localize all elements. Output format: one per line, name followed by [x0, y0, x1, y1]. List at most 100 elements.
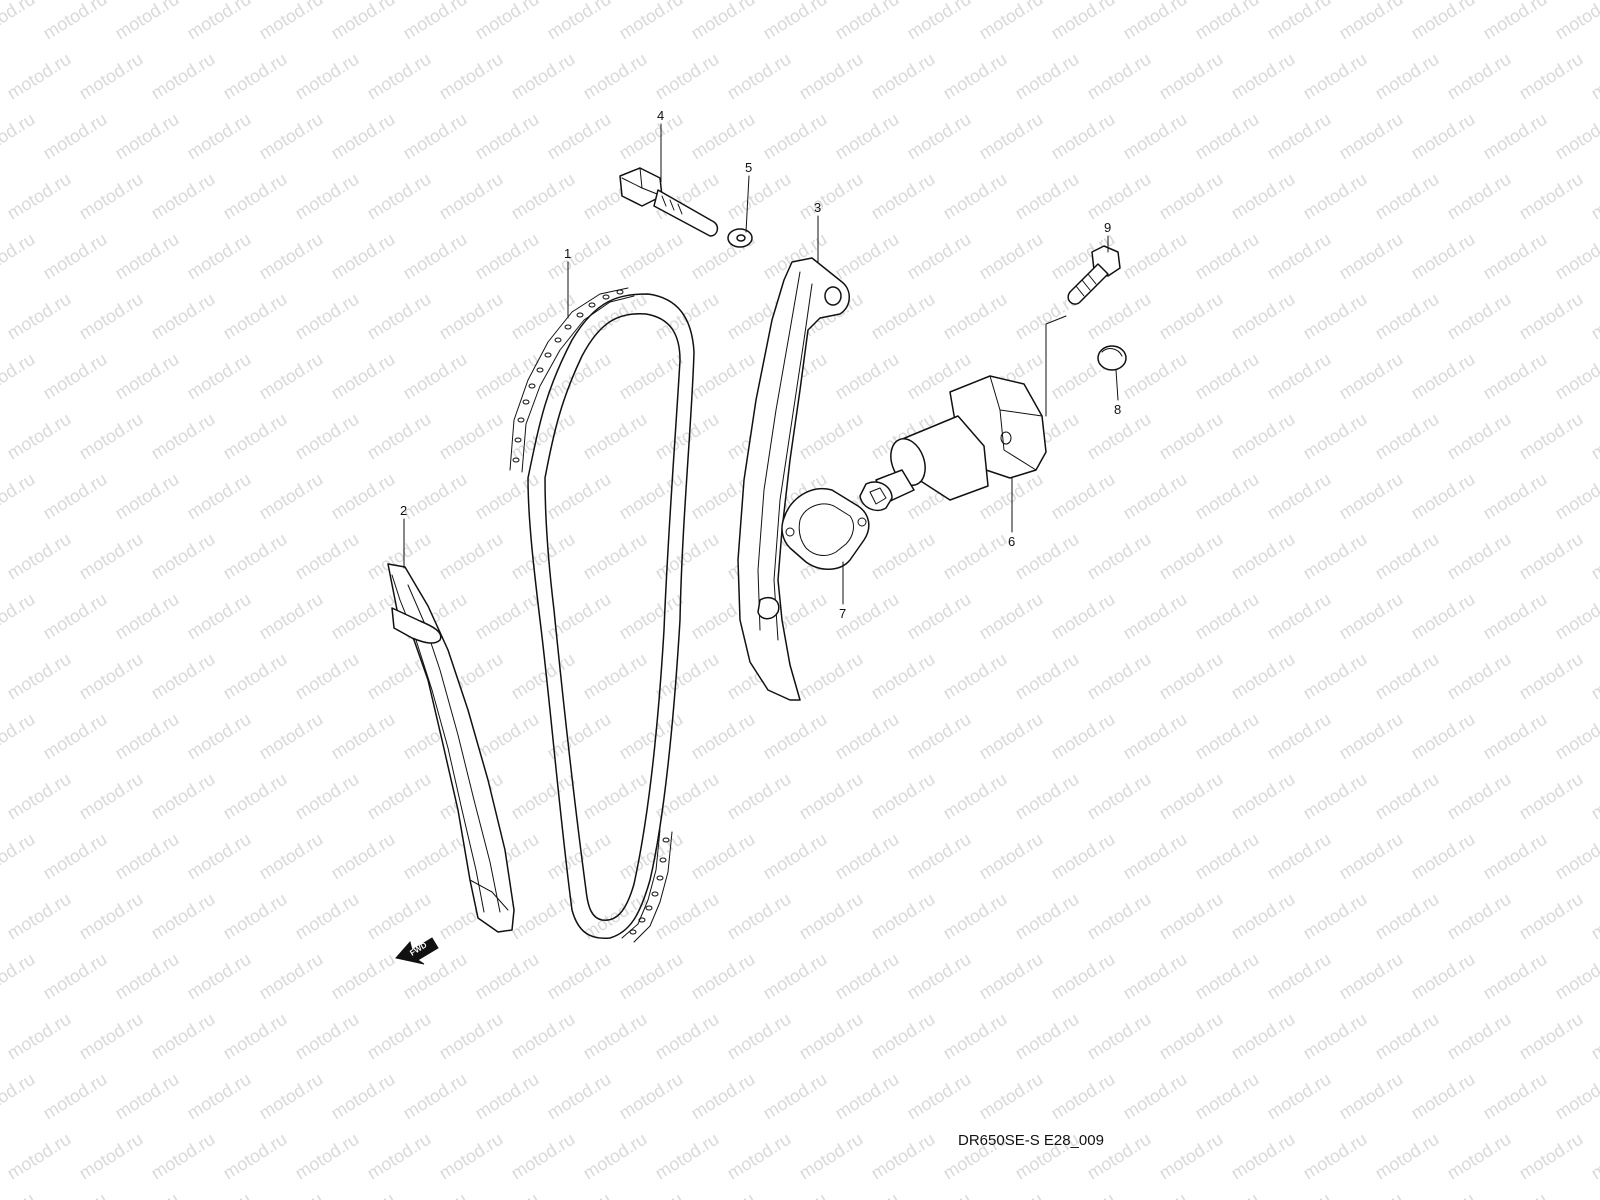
- watermark-text: motod.ru: [1192, 1189, 1263, 1200]
- watermark-text: motod.ru: [292, 1009, 363, 1064]
- watermark-text: motod.ru: [868, 49, 939, 104]
- watermark-text: motod.ru: [1444, 1009, 1515, 1064]
- watermark-text: motod.ru: [0, 529, 2, 584]
- watermark-text: motod.ru: [256, 349, 327, 404]
- watermark-text: motod.ru: [976, 109, 1047, 164]
- watermark-text: motod.ru: [1408, 229, 1479, 284]
- watermark-text: motod.ru: [1336, 109, 1407, 164]
- watermark-text: motod.ru: [760, 949, 831, 1004]
- watermark-text: motod.ru: [1516, 769, 1587, 824]
- watermark-text: motod.ru: [724, 769, 795, 824]
- watermark-text: motod.ru: [1552, 589, 1600, 644]
- watermark-text: motod.ru: [0, 829, 38, 884]
- watermark-text: motod.ru: [184, 229, 255, 284]
- watermark-text: motod.ru: [184, 469, 255, 524]
- watermark-text: motod.ru: [0, 229, 38, 284]
- watermark-text: motod.ru: [76, 889, 147, 944]
- watermark-text: motod.ru: [1012, 649, 1083, 704]
- watermark-text: motod.ru: [1444, 769, 1515, 824]
- watermark-text: motod.ru: [1012, 1009, 1083, 1064]
- watermark-text: motod.ru: [724, 1129, 795, 1184]
- watermark-text: motod.ru: [148, 649, 219, 704]
- watermark-text: motod.ru: [0, 1189, 38, 1200]
- watermark-text: motod.ru: [1048, 469, 1119, 524]
- watermark-text: motod.ru: [0, 1129, 2, 1184]
- watermark-text: motod.ru: [220, 529, 291, 584]
- watermark-text: motod.ru: [364, 289, 435, 344]
- watermark-text: motod.ru: [1336, 349, 1407, 404]
- watermark-text: motod.ru: [1480, 349, 1551, 404]
- watermark-text: motod.ru: [472, 469, 543, 524]
- watermark-text: motod.ru: [832, 1069, 903, 1124]
- watermark-text: motod.ru: [76, 529, 147, 584]
- watermark-text: motod.ru: [1480, 1069, 1551, 1124]
- watermark-text: motod.ru: [472, 949, 543, 1004]
- watermark-text: motod.ru: [1552, 1069, 1600, 1124]
- watermark-text: motod.ru: [184, 709, 255, 764]
- watermark-text: motod.ru: [4, 769, 75, 824]
- watermark-text: motod.ru: [40, 469, 111, 524]
- watermark-text: motod.ru: [760, 829, 831, 884]
- watermark-text: motod.ru: [148, 409, 219, 464]
- watermark-text: motod.ru: [436, 1009, 507, 1064]
- watermark-text: motod.ru: [328, 469, 399, 524]
- watermark-text: motod.ru: [616, 469, 687, 524]
- callout-5: 5: [745, 160, 752, 175]
- watermark-text: motod.ru: [76, 1009, 147, 1064]
- watermark-text: motod.ru: [184, 829, 255, 884]
- watermark-text: motod.ru: [112, 829, 183, 884]
- callout-1: 1: [564, 246, 571, 261]
- watermark-text: motod.ru: [1084, 1009, 1155, 1064]
- watermark-text: motod.ru: [580, 49, 651, 104]
- watermark-text: motod.ru: [544, 469, 615, 524]
- watermark-text: motod.ru: [472, 349, 543, 404]
- watermark-text: motod.ru: [256, 109, 327, 164]
- watermark-text: motod.ru: [1588, 289, 1600, 344]
- watermark-text: motod.ru: [976, 229, 1047, 284]
- watermark-text: motod.ru: [904, 1069, 975, 1124]
- watermark-text: motod.ru: [1084, 169, 1155, 224]
- watermark-text: motod.ru: [1264, 469, 1335, 524]
- chain-link: [528, 383, 536, 389]
- watermark-text: motod.ru: [1120, 589, 1191, 644]
- watermark-text: motod.ru: [76, 1129, 147, 1184]
- watermark-text: motod.ru: [328, 589, 399, 644]
- watermark-text: motod.ru: [868, 169, 939, 224]
- watermark-text: motod.ru: [544, 229, 615, 284]
- watermark-text: motod.ru: [0, 769, 2, 824]
- watermark-text: motod.ru: [1552, 349, 1600, 404]
- watermark-text: motod.ru: [220, 649, 291, 704]
- watermark-text: motod.ru: [40, 949, 111, 1004]
- watermark-text: motod.ru: [1588, 49, 1600, 104]
- watermark-text: motod.ru: [76, 49, 147, 104]
- watermark-text: motod.ru: [688, 949, 759, 1004]
- watermark-text: motod.ru: [1480, 949, 1551, 1004]
- watermark-text: motod.ru: [1084, 289, 1155, 344]
- watermark-text: motod.ru: [1552, 829, 1600, 884]
- watermark-text: motod.ru: [472, 109, 543, 164]
- watermark-text: motod.ru: [796, 1009, 867, 1064]
- watermark-text: motod.ru: [256, 589, 327, 644]
- tensioner-gasket: [781, 487, 870, 570]
- watermark-text: motod.ru: [40, 589, 111, 644]
- watermark-text: motod.ru: [1300, 889, 1371, 944]
- watermark-text: motod.ru: [940, 649, 1011, 704]
- watermark-text: motod.ru: [976, 949, 1047, 1004]
- callout-2: 2: [400, 503, 407, 518]
- chain-link: [522, 399, 530, 405]
- watermark-text: motod.ru: [1228, 1129, 1299, 1184]
- chain-tensioner-adjuster: [859, 375, 1047, 512]
- watermark-text: motod.ru: [4, 289, 75, 344]
- chain-link: [576, 312, 584, 318]
- watermark-text: motod.ru: [1372, 49, 1443, 104]
- watermark-text: motod.ru: [40, 0, 111, 43]
- watermark-text: motod.ru: [184, 349, 255, 404]
- watermark-text: motod.ru: [544, 1189, 615, 1200]
- watermark-text: motod.ru: [256, 1189, 327, 1200]
- chain-link: [536, 367, 544, 373]
- watermark-text: motod.ru: [328, 1069, 399, 1124]
- watermark-text: motod.ru: [1300, 649, 1371, 704]
- watermark-text: motod.ru: [652, 49, 723, 104]
- watermark-text: motod.ru: [1012, 769, 1083, 824]
- watermark-text: motod.ru: [1408, 1189, 1479, 1200]
